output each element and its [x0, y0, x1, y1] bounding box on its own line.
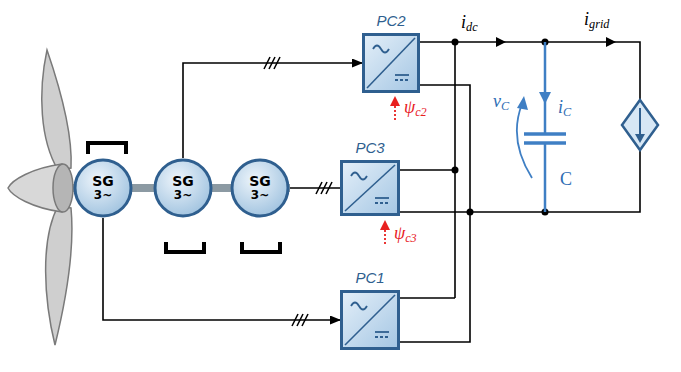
- current-arrow: [496, 37, 506, 47]
- capacitor-symbol: [524, 42, 566, 212]
- control-arrow: [380, 220, 390, 230]
- current-source-arrow: [639, 108, 641, 136]
- current-source-arrow: [635, 134, 645, 143]
- junction-dot: [452, 39, 549, 216]
- converter-name: PC1: [340, 269, 400, 286]
- generator-label: SG: [92, 174, 114, 189]
- phase-label: 3~: [94, 189, 112, 202]
- generator-text: SG3~: [230, 158, 290, 218]
- converter-box: PC3: [340, 160, 400, 216]
- generator-text: SG3~: [73, 158, 133, 218]
- generator-label: SG: [249, 174, 271, 189]
- voltage-arrow: [517, 96, 528, 110]
- current-arrow: [539, 92, 551, 104]
- generator-node: SG3~: [230, 158, 290, 218]
- generator-outline: [155, 160, 211, 216]
- generator-node: SG3~: [73, 158, 133, 218]
- dc-symbol: [395, 79, 409, 81]
- blade: [42, 50, 71, 170]
- control-arrow: [384, 228, 386, 244]
- converter-diagonal: [345, 295, 395, 345]
- converter-diagonal: [367, 38, 415, 88]
- bracket: [242, 242, 280, 252]
- three-phase-connector: [183, 63, 362, 158]
- dc-wiring: [400, 42, 640, 342]
- converter-symbol: [343, 293, 397, 347]
- converter-box: PC1: [340, 290, 400, 350]
- current-label: idc: [461, 13, 478, 35]
- current-arrow: [606, 37, 616, 47]
- bracket: [166, 242, 204, 252]
- current-label: igrid: [584, 10, 609, 32]
- dc-symbol: [375, 336, 389, 338]
- current-source: [622, 100, 658, 150]
- hub: [53, 164, 73, 212]
- blade: [46, 206, 72, 345]
- generator-text: SG3~: [153, 158, 213, 218]
- converter-name: PC2: [362, 12, 420, 29]
- three-phase-connector: [103, 218, 340, 320]
- converter-symbol: [365, 36, 417, 90]
- three-phase-connector: [290, 187, 340, 189]
- ac-symbol: [351, 303, 367, 310]
- phase-label: 3~: [251, 189, 269, 202]
- dc-symbol: [395, 74, 409, 76]
- converter-symbol: [343, 163, 397, 213]
- control-arrow: [390, 96, 400, 106]
- capacitor-label: C: [560, 170, 572, 190]
- bracket: [88, 143, 126, 154]
- generator-node: SG3~: [153, 158, 213, 218]
- control-arrow: [394, 104, 396, 120]
- ac-symbol: [351, 173, 367, 180]
- voltage-label: vC: [493, 92, 509, 114]
- converter-name: PC3: [340, 139, 400, 156]
- phase-label: 3~: [174, 189, 192, 202]
- current-label: iC: [558, 98, 571, 120]
- ac-symbol: [373, 46, 389, 53]
- voltage-arrow: [517, 104, 532, 178]
- generator-label: SG: [172, 174, 194, 189]
- converter-diagonal: [345, 165, 395, 211]
- converter-box: PC2: [362, 33, 420, 93]
- generator-outline: [75, 160, 131, 216]
- generator-outline: [232, 160, 288, 216]
- control-signal-label: ψc2: [404, 98, 427, 120]
- dc-symbol: [375, 202, 389, 204]
- dc-symbol: [375, 331, 389, 333]
- dc-symbol: [375, 197, 389, 199]
- control-signal-label: ψc3: [394, 224, 417, 246]
